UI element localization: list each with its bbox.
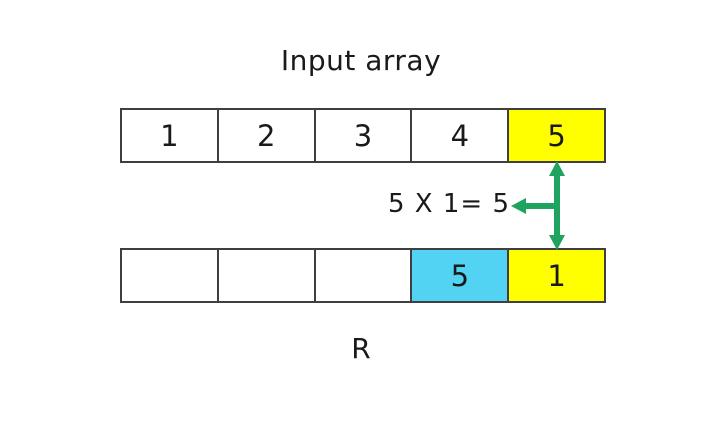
result-array: 5 1 — [120, 248, 606, 303]
arrowhead-up-icon — [549, 161, 565, 176]
operation-label: 5 X 1= 5 — [387, 189, 510, 219]
input-array-cell-1: 1 — [122, 110, 219, 161]
result-array-label: R — [351, 332, 371, 365]
double-vertical-arrow-icon — [549, 161, 565, 250]
input-array-cell-4: 4 — [412, 110, 510, 161]
result-array-cell-1 — [122, 250, 219, 301]
input-array-cell-3: 3 — [315, 110, 413, 161]
input-array-cell-2: 2 — [218, 110, 316, 161]
left-branch-arrow-icon — [511, 198, 557, 214]
page-title: Input array — [280, 44, 442, 77]
input-array: 1 2 3 4 5 — [120, 108, 606, 163]
input-array-cell-5-highlighted: 5 — [509, 110, 604, 161]
result-array-cell-2 — [218, 250, 316, 301]
arrowhead-left-icon — [511, 198, 526, 214]
result-array-cell-4-highlighted: 5 — [412, 250, 510, 301]
result-array-cell-3 — [315, 250, 413, 301]
result-array-cell-5-highlighted: 1 — [509, 250, 604, 301]
